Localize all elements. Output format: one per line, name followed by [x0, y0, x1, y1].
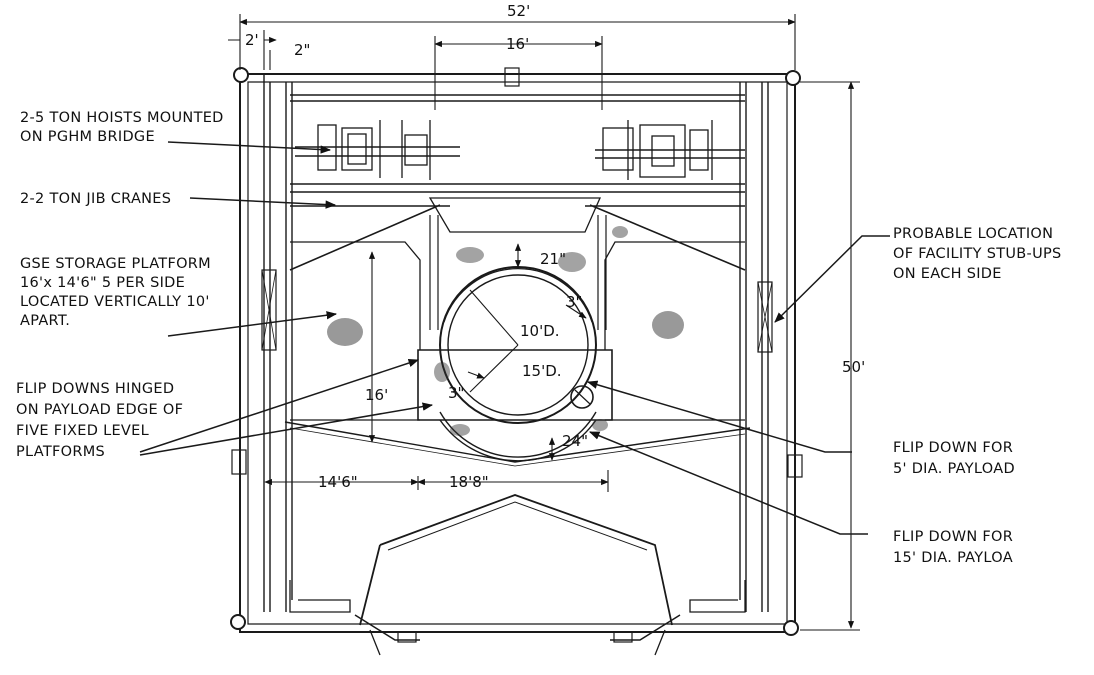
flip-down-5ft — [570, 385, 594, 409]
hoist-left — [317, 120, 431, 180]
pghm-bridge — [290, 94, 745, 193]
corner-roller-tr — [785, 70, 801, 86]
payload-ring-10ft — [447, 274, 589, 416]
dim-bridge: 16' — [506, 35, 529, 53]
dim-platform-depth: 16' — [365, 386, 388, 404]
label-flip-down-5ft: FLIP DOWN FOR 5' DIA. PAYLOAD — [893, 440, 1018, 477]
dim-clear-bottom: 24" — [562, 432, 588, 450]
label-jib-cranes: 2-2 TON JIB CRANES — [20, 191, 171, 207]
dim-clear-ring: 3" — [566, 293, 582, 311]
corner-roller-br — [783, 620, 799, 636]
dim-outer-dia: 15'D. — [522, 362, 562, 380]
flip-down-platform — [417, 349, 613, 421]
corner-roller-tl — [233, 67, 249, 83]
stipple-marks — [327, 226, 684, 436]
dim-platform-width: 14'6" — [318, 473, 358, 491]
label-flip-down-15ft: FLIP DOWN FOR 15' DIA. PAYLOA — [893, 529, 1018, 566]
stub-up-right — [757, 281, 773, 353]
access-platform — [359, 494, 673, 626]
dim-gap: 2" — [294, 41, 310, 59]
dim-clear-top: 21" — [540, 250, 566, 268]
leader-lines — [139, 141, 890, 535]
dim-wall: 2' — [245, 31, 259, 49]
dim-overall-width: 52' — [507, 2, 530, 20]
dim-opening: 18'8" — [449, 473, 489, 491]
label-stub-ups: PROBABLE LOCATION OF FACILITY STUB-UPS O… — [893, 226, 1066, 282]
callout-labels: 2-5 TON HOISTS MOUNTED ON PGHM BRIDGE 2-… — [16, 110, 1066, 566]
dim-height: 50' — [842, 358, 865, 376]
dimension-lines — [228, 14, 860, 631]
stub-up-left — [261, 269, 277, 351]
corner-roller-bl — [230, 614, 246, 630]
hoist-right — [602, 120, 713, 180]
jib-crane-left — [289, 204, 450, 271]
label-gse-platform: GSE STORAGE PLATFORM 16'x 14'6" 5 PER SI… — [20, 256, 216, 329]
dim-clear-ring-left: 3" — [448, 384, 464, 402]
gse-platform-right — [604, 241, 745, 421]
structure — [230, 67, 803, 656]
label-hoists: 2-5 TON HOISTS MOUNTED ON PGHM BRIDGE — [20, 110, 229, 145]
label-flip-downs-hinged: FLIP DOWNS HINGED ON PAYLOAD EDGE OF FIV… — [16, 381, 188, 460]
dim-inner-dia: 10'D. — [520, 322, 560, 340]
jib-crane-right — [585, 204, 746, 271]
gse-platform-left — [290, 241, 421, 421]
dimension-text: 52' 2' 2" 16' 50' 16' 14'6" 18'8" 21" 24… — [245, 2, 865, 491]
